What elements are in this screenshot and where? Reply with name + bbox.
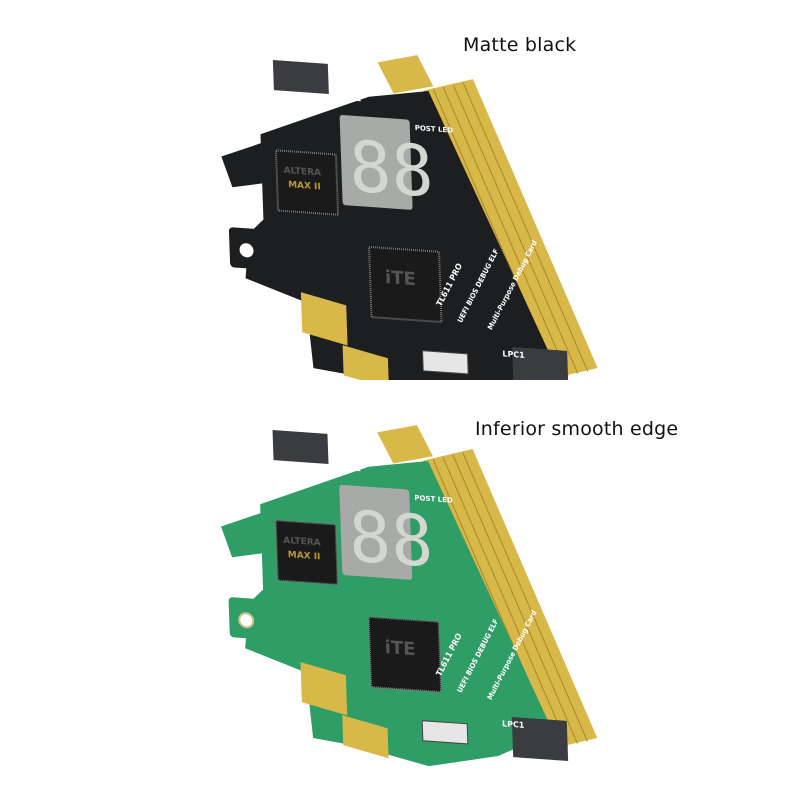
lpc1-connector — [511, 716, 569, 761]
svg-text:88: 88 — [348, 126, 435, 214]
svg-text:iTE: iTE — [384, 637, 415, 660]
svg-text:LPC1: LPC1 — [502, 719, 525, 730]
svg-text:MAX II: MAX II — [288, 180, 321, 192]
altera-chip — [274, 149, 340, 216]
mounting-hole — [239, 243, 254, 258]
debug-card-matte-black: LPC2 LPC1 88 POST LED ALTERA MAX II iTE … — [215, 30, 605, 380]
svg-text:ALTERA: ALTERA — [283, 536, 321, 549]
lpc2-connector — [272, 60, 329, 94]
svg-text:88: 88 — [348, 495, 435, 583]
caption-matte-black: Matte black — [463, 34, 577, 56]
ite-chip — [368, 245, 443, 324]
ite-chip — [367, 615, 443, 694]
svg-text:MAX II: MAX II — [288, 550, 321, 562]
svg-text:LPC1: LPC1 — [502, 349, 525, 360]
caption-inferior-smooth-edge: Inferior smooth edge — [475, 418, 679, 440]
lpc3-ribbon-connector — [421, 720, 469, 745]
pci-gold-fingers — [423, 449, 598, 750]
svg-text:POST LED: POST LED — [415, 123, 454, 135]
mounting-hole — [238, 612, 255, 629]
seven-segment-display — [339, 484, 413, 580]
seven-segment-display — [339, 114, 413, 210]
pci-gold-fingers — [423, 79, 598, 380]
svg-text:LPC2: LPC2 — [339, 93, 362, 104]
svg-text:LPC2: LPC2 — [338, 463, 361, 474]
svg-text:iTE: iTE — [385, 267, 416, 290]
lpc1-connector — [512, 347, 569, 380]
svg-text:ALTERA: ALTERA — [284, 166, 322, 179]
lpc2-connector — [272, 430, 329, 464]
debug-card-green: LPC2 LPC1 88 POST LED ALTERA MAX II iTE … — [215, 390, 605, 785]
svg-text:POST LED: POST LED — [414, 493, 453, 505]
lpc3-ribbon-connector — [422, 350, 469, 375]
